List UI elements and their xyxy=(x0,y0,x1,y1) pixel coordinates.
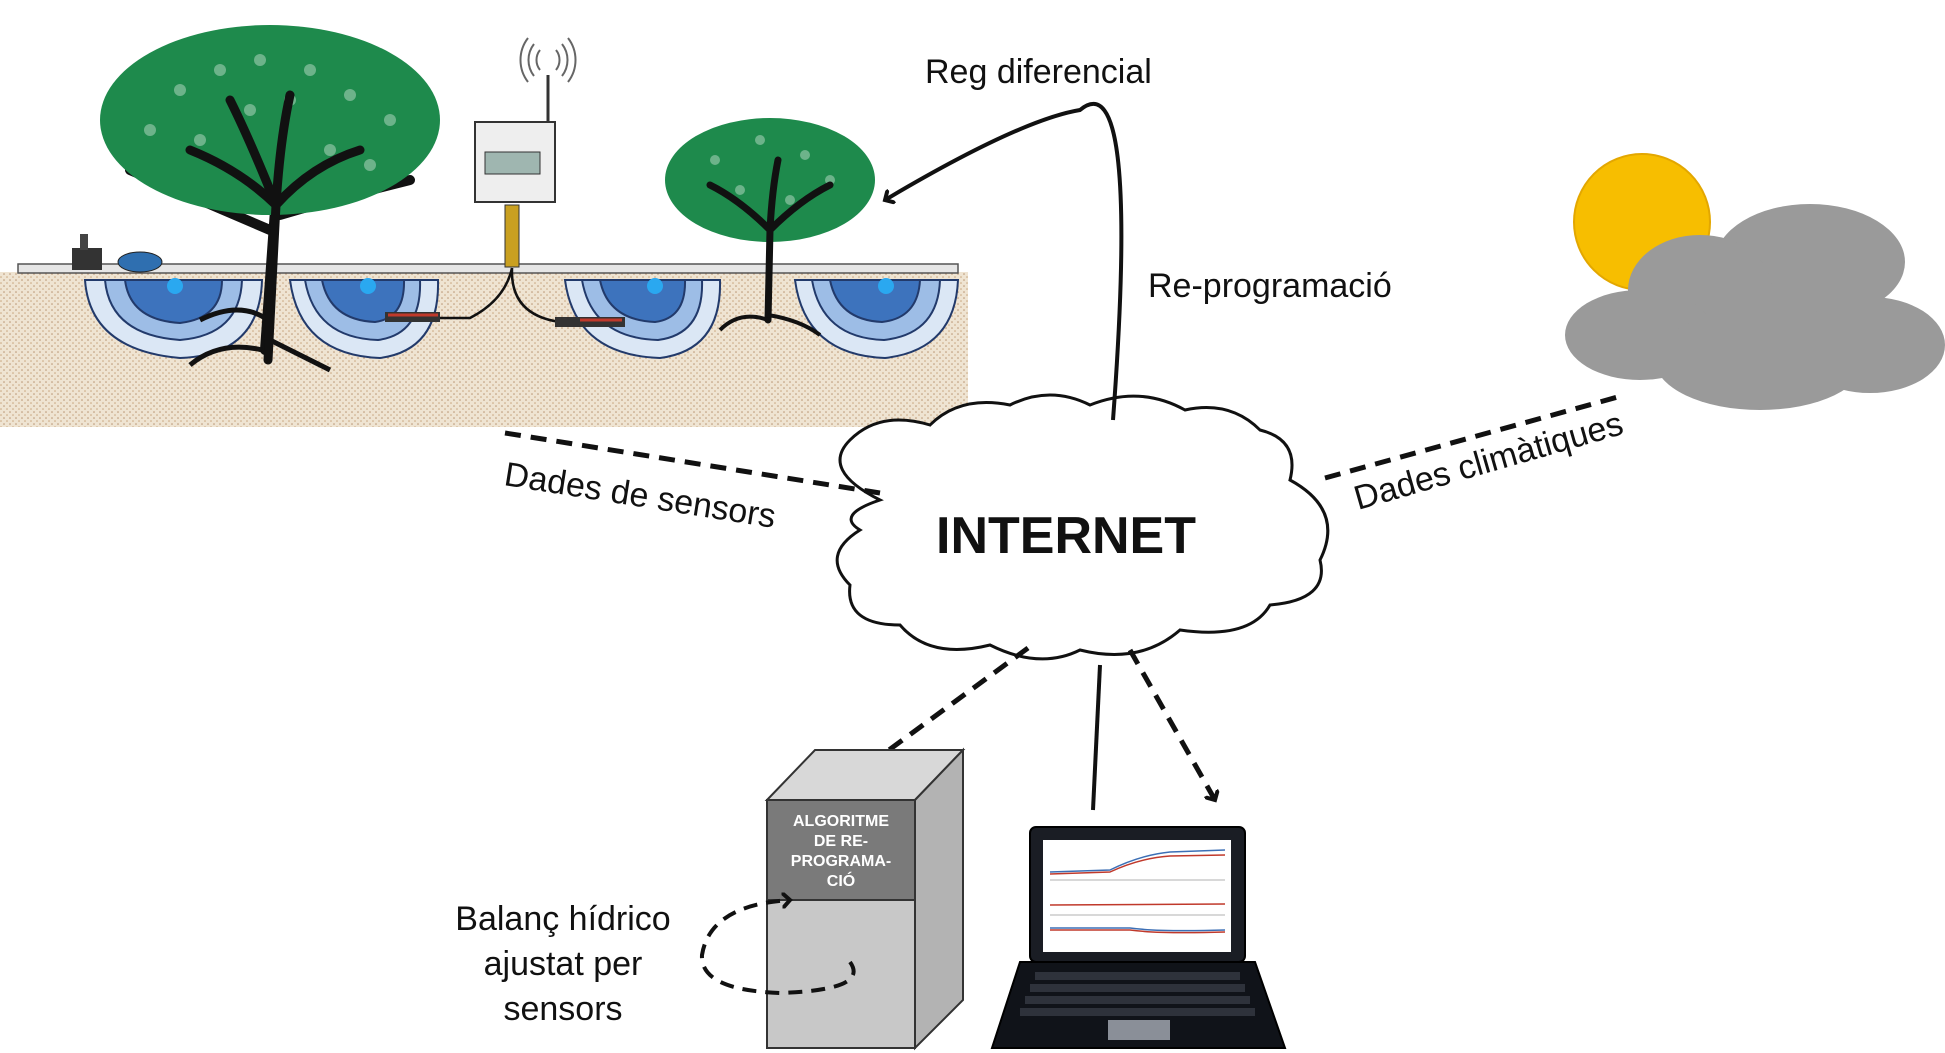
laptop-touchpad xyxy=(1108,1020,1170,1040)
label-dades-climatiques: Dades climàtiques xyxy=(1350,405,1628,518)
laptop-link xyxy=(1091,664,1102,811)
wet-bulb-2 xyxy=(288,278,440,360)
wireless-signal-icon xyxy=(519,37,577,83)
label-balanc-line3: sensors xyxy=(503,990,622,1028)
internet-cloud: INTERNET xyxy=(835,393,1330,661)
server-label-2: DE RE- xyxy=(814,833,868,850)
wet-bulb-4 xyxy=(793,278,960,360)
label-dades-sensors: Dades de sensors xyxy=(502,455,779,535)
wet-bulb-1 xyxy=(83,278,264,360)
sensor-probe-1 xyxy=(385,312,440,322)
reprogramming-arrow xyxy=(885,102,1124,421)
sensor-probe-2 xyxy=(555,317,625,327)
server-label-1: ALGORITME xyxy=(793,813,889,830)
wet-bulb-3 xyxy=(563,278,722,360)
controller-station-icon xyxy=(474,75,556,268)
water-balance-loop-arrow xyxy=(699,900,856,996)
label-balanc-line2: ajustat per xyxy=(484,945,643,983)
laptop-keyboard xyxy=(1020,972,1255,1016)
weather-icon xyxy=(1565,153,1945,410)
server-box: ALGORITME DE RE- PROGRAMA- CIÓ xyxy=(764,747,966,1051)
label-reprogramacio: Re-programació xyxy=(1148,267,1392,305)
algorithm-panel xyxy=(766,799,916,901)
server-label-4: CIÓ xyxy=(827,871,855,890)
soil-sensors xyxy=(385,267,625,327)
irrigation-pipe xyxy=(17,263,959,274)
server-label-3: PROGRAMA- xyxy=(791,853,891,870)
laptop-screen xyxy=(1043,840,1231,952)
weather-cloud-icon xyxy=(1565,204,1945,410)
large-tree-icon xyxy=(100,25,440,373)
small-tree-icon xyxy=(665,118,875,337)
sensor-data-link xyxy=(504,430,881,496)
laptop-data-arrow xyxy=(1127,648,1215,800)
label-reg-diferencial: Reg diferencial xyxy=(925,53,1152,91)
internet-label: INTERNET xyxy=(936,507,1196,565)
valve-icon xyxy=(72,234,163,273)
laptop-icon xyxy=(990,826,1287,1049)
field-scene xyxy=(0,25,968,427)
label-balanc-line1: Balanç hídrico xyxy=(455,900,670,938)
laptop-screen-chart xyxy=(1049,849,1226,934)
